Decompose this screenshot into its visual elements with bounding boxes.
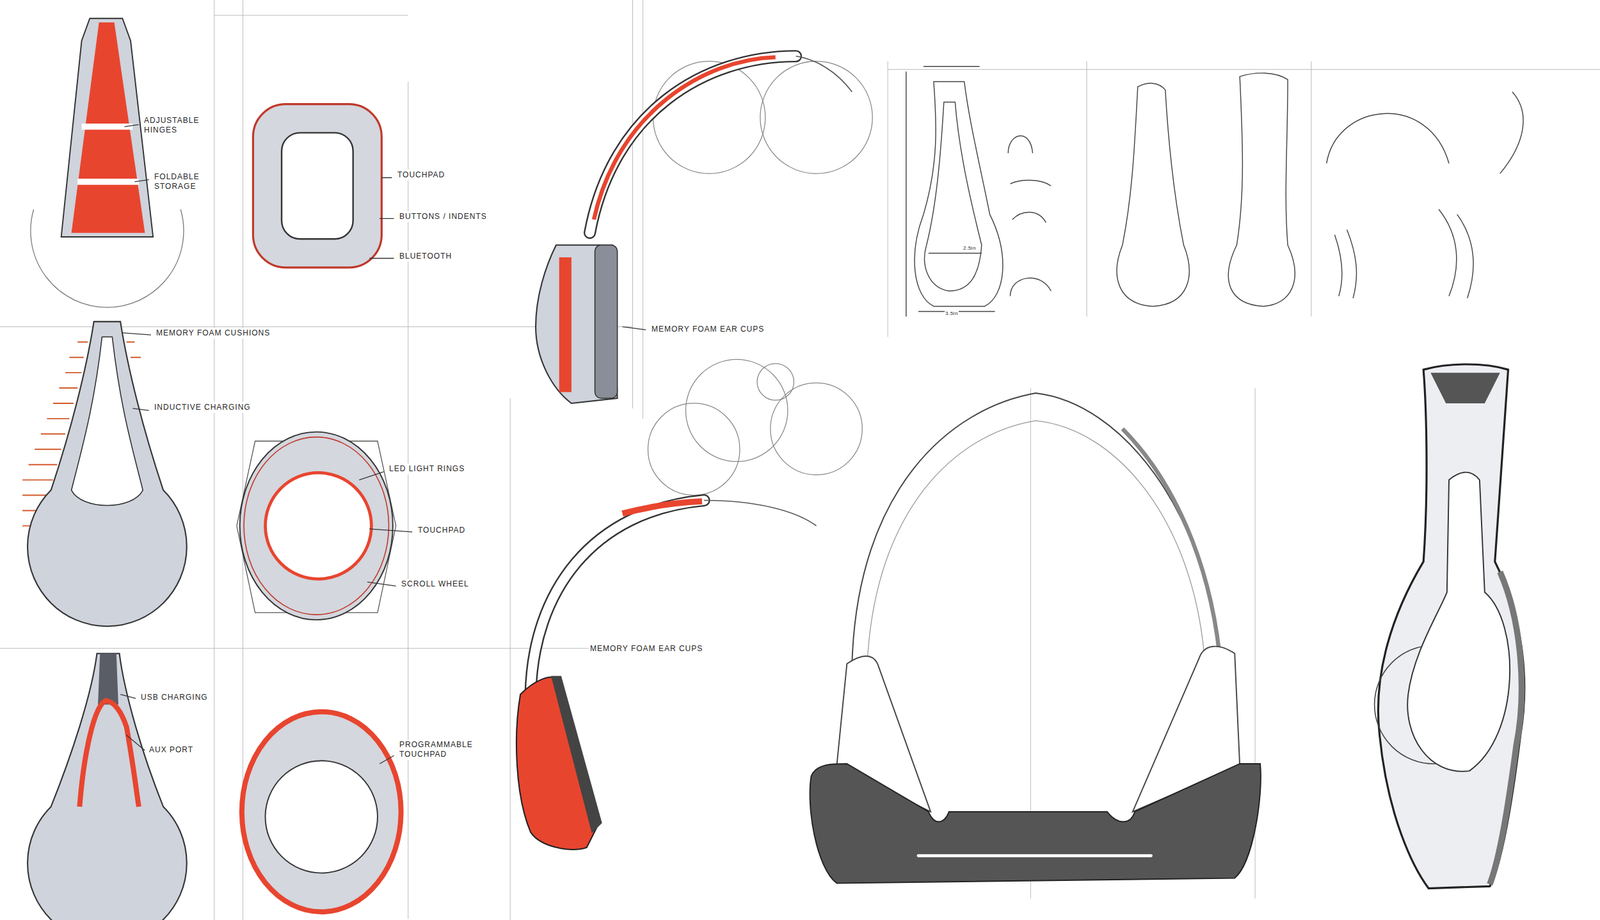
dimension-label: 2.5in bbox=[962, 245, 977, 252]
headphone-side-2 bbox=[516, 359, 863, 849]
ear-cup-red bbox=[559, 257, 572, 393]
cup-outer bbox=[252, 104, 382, 268]
led-ring bbox=[265, 472, 372, 579]
headband bbox=[590, 56, 797, 233]
callout-label: BLUETOOTH bbox=[398, 250, 454, 262]
ear-cup bbox=[535, 245, 618, 404]
base bbox=[810, 763, 1261, 884]
stand-body bbox=[27, 321, 187, 626]
cup-inner bbox=[281, 132, 354, 239]
headphone-side-1 bbox=[535, 56, 873, 404]
headband bbox=[530, 499, 704, 694]
dimension-line bbox=[906, 66, 996, 317]
charging-strip bbox=[79, 700, 139, 807]
headband-red bbox=[622, 501, 703, 514]
callout-label: AUX PORT bbox=[147, 744, 195, 756]
headband bbox=[530, 499, 704, 694]
stand-outline bbox=[1116, 83, 1190, 306]
leader-line bbox=[359, 471, 413, 587]
stand-front-view bbox=[1374, 364, 1525, 889]
headband-arc-inner bbox=[867, 420, 1204, 662]
construction-circle bbox=[760, 61, 873, 174]
stand-top-view bbox=[22, 321, 187, 626]
stand-cavity bbox=[1407, 472, 1510, 772]
part-sketch bbox=[1334, 209, 1474, 299]
cup-outer bbox=[240, 432, 393, 620]
construction-circle bbox=[770, 382, 863, 475]
ear-cushion bbox=[551, 675, 603, 834]
headband-red bbox=[71, 22, 146, 233]
stand-outline bbox=[1228, 72, 1295, 306]
front-view bbox=[810, 392, 1261, 884]
stand-body bbox=[1377, 364, 1524, 889]
cup-touchpad bbox=[265, 760, 378, 873]
callout-label: USB CHARGING bbox=[139, 691, 210, 703]
callout-label: MEMORY FOAM EAR CUPS bbox=[588, 643, 704, 655]
cup-outer bbox=[241, 711, 402, 912]
dimension-label: 3.5in bbox=[944, 310, 959, 317]
callout-label: TOUCHPAD bbox=[396, 169, 447, 181]
stand-outline bbox=[914, 81, 1003, 307]
dimension-sketches bbox=[906, 66, 1524, 317]
callout-label: TOUCHPAD bbox=[416, 524, 467, 536]
construction-circle bbox=[647, 403, 740, 496]
leader-line bbox=[122, 332, 152, 411]
leader-line bbox=[379, 755, 394, 764]
stand-top bbox=[1430, 372, 1500, 404]
ear-cushion bbox=[595, 245, 618, 399]
headband-highlight bbox=[1122, 428, 1220, 654]
callout-label: MEMORY FOAM CUSHIONS bbox=[154, 327, 272, 339]
leader-line bbox=[622, 326, 647, 330]
hinge-band bbox=[77, 178, 139, 185]
callout-label: FOLDABLE STORAGE bbox=[152, 171, 201, 192]
callout-label: INDUCTIVE CHARGING bbox=[152, 401, 253, 413]
headband-tail bbox=[796, 56, 853, 93]
construction-circle bbox=[757, 363, 794, 400]
headband-body bbox=[61, 18, 153, 237]
callout-label: SCROLL WHEEL bbox=[400, 578, 471, 590]
folded-top-view bbox=[30, 18, 184, 308]
headband-arc bbox=[851, 392, 1220, 664]
detail-sketch bbox=[1008, 135, 1051, 296]
ear-cup-oval bbox=[241, 711, 402, 912]
construction-circle bbox=[685, 359, 788, 461]
callout-label: LED LIGHT RINGS bbox=[387, 463, 466, 475]
stand-cavity bbox=[924, 101, 982, 291]
light-slot bbox=[918, 853, 1152, 857]
headband bbox=[590, 56, 797, 233]
leader-line bbox=[369, 177, 394, 259]
callout-label: MEMORY FOAM EAR CUPS bbox=[650, 323, 766, 335]
headband-arc bbox=[1326, 92, 1524, 175]
stand-spine bbox=[97, 653, 119, 705]
stand-cavity bbox=[71, 336, 144, 505]
headband-red bbox=[593, 56, 776, 220]
ear-cup-round bbox=[236, 432, 413, 620]
ear-cup-rect bbox=[252, 104, 394, 268]
headband-tail bbox=[704, 499, 816, 526]
callout-label: PROGRAMMABLE TOUCHPAD bbox=[398, 739, 475, 760]
callout-label: ADJUSTABLE HINGES bbox=[142, 115, 201, 136]
callout-label: BUTTONS / INDENTS bbox=[398, 211, 489, 223]
cup-rim bbox=[243, 437, 389, 616]
